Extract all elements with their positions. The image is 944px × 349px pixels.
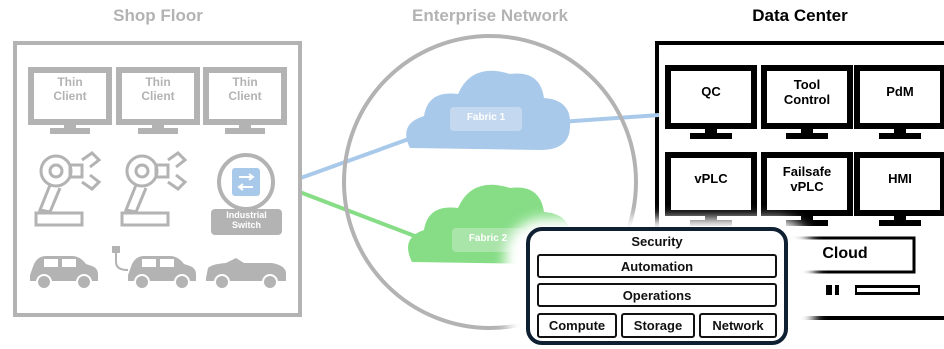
fabric2-label: Fabric 2 (468, 233, 508, 244)
dc-monitor-vplc (665, 152, 757, 226)
dc-label-failsafe-vplc: Failsafe vPLC (782, 164, 832, 194)
link-fabric2-shop (283, 184, 421, 240)
stack-row-automation: Automation (537, 254, 777, 278)
stack-security-label: Security (631, 234, 683, 249)
industrial-switch-icon (217, 153, 275, 211)
thin-client-monitor-1 (28, 67, 112, 134)
thin-client-monitor-3 (203, 67, 287, 134)
enterprise-network-circle (342, 34, 638, 330)
stack-row-operations: Operations (537, 283, 777, 307)
dc-monitor-pdm (854, 65, 944, 139)
industrial-switch-label-bg (211, 209, 282, 235)
dc-monitor-failsafe-vplc (761, 152, 853, 226)
fabric1-label-bg (450, 107, 522, 131)
section-title-enterprise-network: Enterprise Network (412, 6, 568, 25)
dc-label-vplc: vPLC (694, 171, 728, 186)
stack-row-storage: Storage (621, 313, 695, 338)
electric-car-icon (112, 246, 196, 290)
dc-label-pdm: PdM (886, 84, 914, 99)
thin-client-label-3: Thin Client (228, 75, 262, 103)
fabric2-label-bg (452, 228, 524, 252)
link-fabric1-dc (559, 113, 660, 124)
thin-client-monitor-2 (116, 67, 200, 134)
dc-monitor-hmi (854, 152, 944, 226)
dc-label-tool-control: Tool Control (783, 77, 831, 107)
robot-arm-icon (120, 151, 188, 227)
convertible-car-icon (206, 258, 286, 290)
dc-label-hmi: HMI (888, 171, 912, 186)
thin-client-label-1: Thin Client (53, 75, 87, 103)
thin-client-label-2: Thin Client (141, 75, 175, 103)
dc-label-qc: QC (701, 84, 721, 99)
stack-row-network: Network (699, 313, 777, 338)
stack-row-compute: Compute (537, 313, 617, 338)
dc-cloud-label: Cloud (822, 245, 868, 262)
dc-monitor-qc (665, 65, 757, 139)
dc-monitor-tool-control (761, 65, 853, 139)
car-icon (30, 256, 98, 290)
section-title-data-center: Data Center (752, 6, 848, 25)
dc-server-bars (826, 285, 920, 295)
industrial-switch-label: Industrial Switch (226, 210, 267, 231)
robot-arm-icon (34, 151, 102, 227)
link-fabric1-shop (283, 133, 421, 186)
fabric1-label: Fabric 1 (466, 112, 506, 123)
section-title-shop-floor: Shop Floor (113, 6, 203, 25)
